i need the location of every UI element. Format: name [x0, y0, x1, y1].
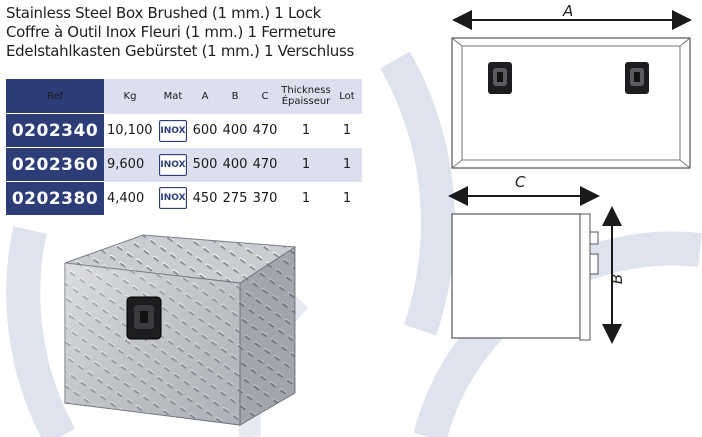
- table-row: 0202340 10,100 INOX 600 400 470 1 1: [6, 113, 362, 148]
- product-title-block: Stainless Steel Box Brushed (1 mm.) 1 Lo…: [6, 4, 406, 61]
- inox-badge: INOX: [159, 119, 187, 142]
- lot-cell: 1: [332, 147, 362, 182]
- header-a: A: [190, 79, 220, 114]
- title-english: Stainless Steel Box Brushed (1 mm.) 1 Lo…: [6, 4, 322, 22]
- header-ref: Ref: [6, 79, 104, 114]
- thickness-cell: 1: [301, 123, 311, 138]
- title-german: Edelstahlkasten Gebürstet (1 mm.) 1 Vers…: [6, 42, 355, 60]
- title-french: Coffre à Outil Inox Fleuri (1 mm.) 1 Fer…: [6, 23, 336, 41]
- lot-cell: 1: [342, 123, 352, 138]
- header-b: B: [220, 79, 250, 114]
- dimension-b-label: B: [608, 273, 627, 285]
- ref-cell: 0202360: [6, 147, 104, 182]
- lot-cell: 1: [342, 190, 352, 206]
- inox-badge: INOX: [159, 153, 187, 176]
- header-mat: Mat: [156, 79, 190, 114]
- inox-badge: INOX: [159, 187, 187, 210]
- table-row: 0202380 4,400 INOX 450 275 370 1 1: [6, 181, 362, 216]
- kg-cell: 10,100: [107, 123, 153, 138]
- table-row: 0202360 9,600 INOX 500 400 470 1 1: [6, 147, 362, 182]
- header-c: C: [250, 79, 280, 114]
- kg-cell: 9,600: [104, 147, 156, 182]
- header-thickness-fr: Épaisseur: [281, 96, 331, 108]
- ref-cell: 0202380: [6, 181, 104, 215]
- ref-cell: 0202340: [6, 113, 104, 148]
- table-header-row: Ref Kg Mat A B C Thickness Épaisseur Lot: [6, 79, 362, 114]
- header-thickness: Thickness Épaisseur: [280, 79, 332, 114]
- c-cell: 370: [252, 190, 278, 206]
- lock-icon: [126, 296, 162, 340]
- header-thickness-en: Thickness: [281, 85, 331, 97]
- dimension-c-label: C: [515, 173, 526, 191]
- spec-table: Ref Kg Mat A B C Thickness Épaisseur Lot…: [6, 79, 362, 215]
- header-kg: Kg: [104, 79, 156, 114]
- product-photo-toolbox: [64, 234, 297, 426]
- mat-cell: INOX: [156, 182, 190, 216]
- header-lot: Lot: [332, 79, 362, 114]
- kg-cell: 4,400: [107, 190, 145, 206]
- thickness-cell: 1: [280, 147, 332, 182]
- a-cell: 600: [192, 123, 218, 138]
- b-cell: 275: [222, 190, 248, 206]
- c-cell: 470: [250, 147, 280, 182]
- mat-cell: INOX: [156, 147, 190, 182]
- dimension-a-label: A: [563, 2, 574, 20]
- b-cell: 400: [222, 123, 248, 138]
- a-cell: 450: [192, 190, 218, 206]
- thickness-cell: 1: [301, 190, 311, 206]
- a-cell: 500: [190, 147, 220, 182]
- b-cell: 400: [220, 147, 250, 182]
- mat-cell: INOX: [156, 114, 190, 148]
- c-cell: 470: [252, 123, 278, 138]
